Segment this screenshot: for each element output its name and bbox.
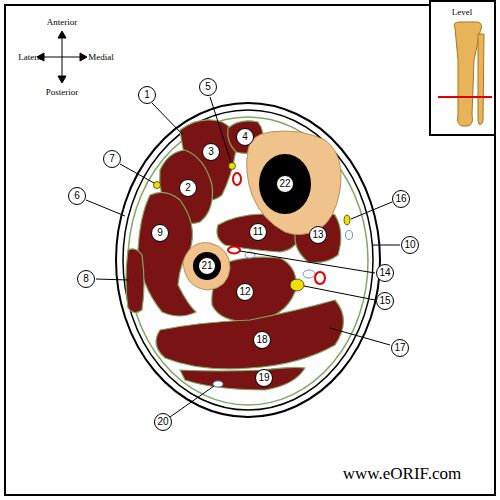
- callout-number: 7: [103, 150, 121, 168]
- callout-number: 11: [249, 223, 267, 241]
- callout-number: 14: [376, 264, 394, 282]
- callout-number: 10: [401, 236, 419, 254]
- callout-number: 22: [276, 175, 294, 193]
- callout-number: 13: [309, 226, 327, 244]
- callout-number: 21: [198, 257, 216, 275]
- direction-label: Lateral: [18, 53, 43, 62]
- callout-number: 15: [376, 292, 394, 310]
- callout-number: 9: [151, 224, 169, 242]
- callout-number: 1: [138, 86, 156, 104]
- callout-number: 8: [77, 270, 95, 288]
- callout-number: 4: [236, 128, 254, 146]
- callout-number: 3: [202, 143, 220, 161]
- callout-number: 12: [236, 283, 254, 301]
- direction-label: Posterior: [46, 88, 79, 97]
- direction-label: Medial: [88, 53, 114, 62]
- callout-number: 6: [68, 187, 86, 205]
- watermark: www.eORIF.com: [343, 465, 461, 482]
- callout-number: 2: [179, 179, 197, 197]
- callout-number: 18: [253, 331, 271, 349]
- callout-number: 19: [255, 369, 273, 387]
- callout-number: 16: [392, 190, 410, 208]
- callout-number: 17: [391, 339, 409, 357]
- level-label: Level: [452, 8, 473, 17]
- callout-number: 20: [154, 413, 172, 431]
- callout-number: 5: [199, 78, 217, 96]
- direction-label: Anterior: [47, 18, 78, 27]
